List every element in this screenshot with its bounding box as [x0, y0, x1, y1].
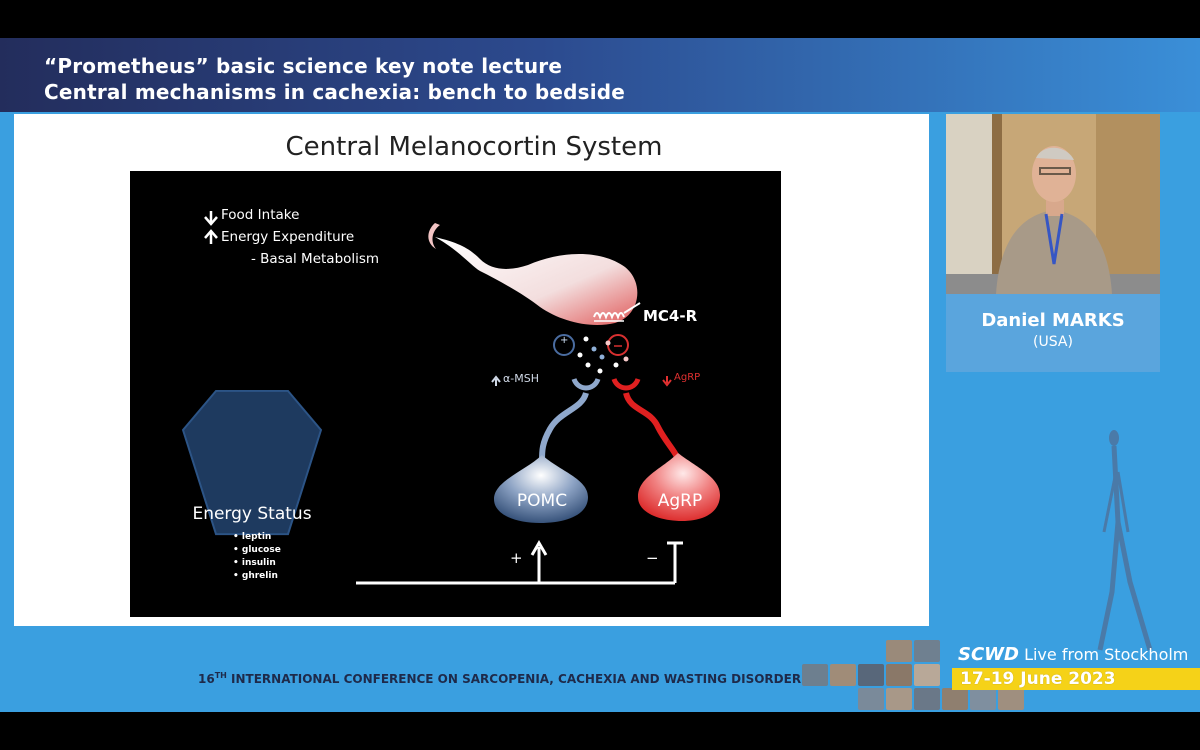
food-intake-label: Food Intake [221, 207, 300, 223]
speaker-country: (USA) [1033, 334, 1073, 350]
plus-symbol: + [560, 335, 569, 346]
agrp-label: AgRP [657, 491, 703, 511]
scwd-live-banner: SCWD Live from Stockholm [958, 644, 1188, 665]
energy-status-item: • glucose [233, 545, 281, 555]
participant-tile [858, 664, 884, 686]
basal-metabolism-label: - Basal Metabolism [251, 251, 380, 267]
diagram-graphics [181, 211, 720, 585]
feedback-pathway [356, 540, 683, 585]
arrow-up-icon [204, 229, 218, 244]
speaker-video-image [946, 114, 1160, 294]
minus-circle-icon [607, 334, 629, 356]
speaker-name: Daniel MARKS [981, 310, 1125, 331]
participant-tile [886, 640, 912, 662]
presentation-slide: Central Melanocortin System [14, 114, 929, 626]
energy-status-item: • leptin [233, 532, 272, 542]
feedback-plus-symbol: + [510, 549, 523, 567]
energy-expenditure-label: Energy Expenditure [221, 229, 355, 245]
participant-tile [830, 664, 856, 686]
slide-title: Central Melanocortin System [285, 132, 663, 162]
melanocortin-diagram: Food Intake Energy Expenditure - Basal M… [130, 171, 781, 617]
conference-ordinal-suffix: TH [214, 671, 227, 680]
agrp-small-label: AgRP [674, 372, 701, 383]
energy-status-hexagon [181, 390, 323, 536]
audience-video-grid [802, 640, 1028, 712]
mc4r-receptor-icon [593, 302, 641, 322]
participant-tile [914, 664, 940, 686]
lecture-subtitle: Central mechanisms in cachexia: bench to… [44, 80, 626, 104]
participant-tile [914, 640, 940, 662]
participant-tile [886, 664, 912, 686]
participant-tile [886, 688, 912, 710]
alpha-msh-label: α-MSH [503, 372, 539, 385]
neuropeptide-dots [577, 336, 629, 374]
feedback-minus-symbol: − [646, 549, 659, 567]
energy-status-item: • insulin [233, 558, 276, 568]
mc4r-neuron [428, 223, 638, 326]
energy-status-list: • leptin • glucose • insulin • ghrelin [233, 531, 281, 583]
participant-tile [942, 688, 968, 710]
lecture-title-bar: “Prometheus” basic science key note lect… [0, 38, 1200, 112]
plus-circle-icon [553, 334, 575, 356]
arrow-down-icon [204, 211, 218, 226]
participant-tile [858, 688, 884, 710]
broadcast-stage: “Prometheus” basic science key note lect… [0, 38, 1200, 712]
participant-tile [914, 688, 940, 710]
scwd-logo-text: SCWD [958, 644, 1019, 665]
date-bar: 17-19 June 2023 [952, 668, 1200, 690]
lecture-title: “Prometheus” basic science key note lect… [44, 54, 563, 78]
alpha-msh-up-arrow-icon [491, 375, 501, 386]
conference-ordinal: 16 [198, 672, 215, 686]
participant-tile [802, 664, 828, 686]
participant-tile [998, 688, 1024, 710]
pomc-neuron [494, 377, 601, 523]
agrp-neuron [611, 377, 720, 521]
pomc-label: POMC [516, 491, 568, 511]
conference-name: INTERNATIONAL CONFERENCE ON SARCOPENIA, … [226, 672, 810, 686]
speaker-video-feed [946, 114, 1160, 294]
event-dates: 17-19 June 2023 [960, 669, 1116, 689]
energy-status-title: Energy Status [192, 504, 312, 524]
live-from-label: Live from Stockholm [1018, 645, 1189, 664]
mc4r-label: MC4-R [643, 307, 698, 325]
walking-figure-sculpture [1097, 430, 1153, 651]
conference-banner: 16TH INTERNATIONAL CONFERENCE ON SARCOPE… [198, 671, 810, 686]
participant-tile [970, 688, 996, 710]
speaker-caption: Daniel MARKS (USA) [946, 294, 1160, 372]
agrp-down-arrow-icon [662, 376, 672, 387]
energy-status-item: • ghrelin [233, 571, 278, 581]
